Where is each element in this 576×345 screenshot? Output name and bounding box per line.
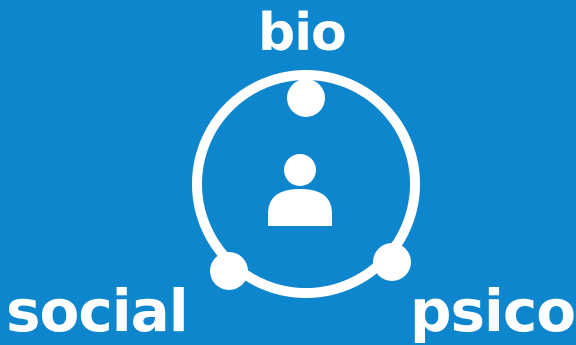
node-dot-bio (287, 79, 325, 117)
person-icon (268, 154, 332, 226)
label-social: social (6, 277, 189, 345)
person-head (284, 154, 316, 186)
label-psico: psico (410, 277, 576, 345)
node-dot-social (210, 252, 248, 290)
person-body (268, 189, 332, 226)
node-dot-psico (373, 243, 411, 281)
label-bio: bio (258, 3, 347, 63)
cycle-ring (192, 70, 420, 298)
